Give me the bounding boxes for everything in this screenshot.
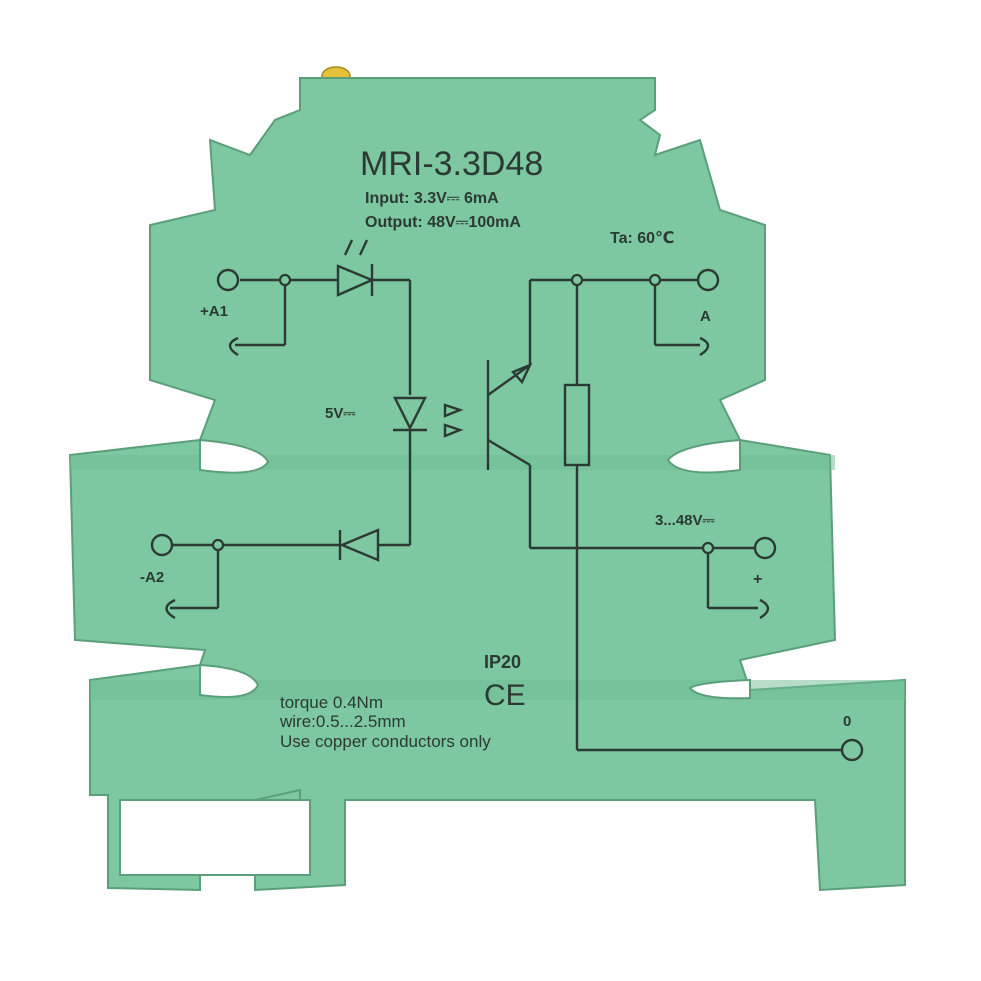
terminal-label-a: A: [700, 308, 711, 325]
terminal-label-plus: +: [753, 571, 762, 588]
torque-spec: torque 0.4Nm: [280, 693, 383, 712]
input-led-diode: [336, 239, 376, 297]
wire-spec: wire:0.5...2.5mm: [279, 712, 406, 731]
circuit-diagram: [168, 278, 845, 752]
screw-symbols: [165, 336, 770, 620]
din-rail-cutout: [119, 799, 311, 876]
terminal-label-a2: -A2: [140, 569, 164, 586]
input-spec: Input: 3.3V⎓ 6mA: [365, 190, 499, 207]
terminal-circles: [150, 268, 864, 762]
load-voltage-label: 3...48V⎓: [655, 512, 715, 529]
terminal-slots-right: [666, 438, 751, 700]
model-label: MRI-3.3D48: [360, 145, 543, 183]
ce-mark: CE: [484, 679, 526, 712]
copper-note: Use copper conductors only: [280, 732, 491, 751]
output-spec: Output: 48V⎓100mA: [365, 214, 521, 231]
led-voltage-label: 5V⎓: [325, 405, 355, 422]
terminal-label-zero: 0: [843, 713, 851, 730]
optocoupler-led: [393, 362, 533, 438]
junction-dots: [211, 273, 715, 555]
protection-diode: [338, 528, 380, 562]
protection-rating: IP20: [484, 652, 521, 672]
terminal-slots-left: [199, 438, 270, 698]
ambient-temp: Ta: 60℃: [610, 230, 674, 247]
terminal-label-a1: +A1: [200, 303, 228, 320]
